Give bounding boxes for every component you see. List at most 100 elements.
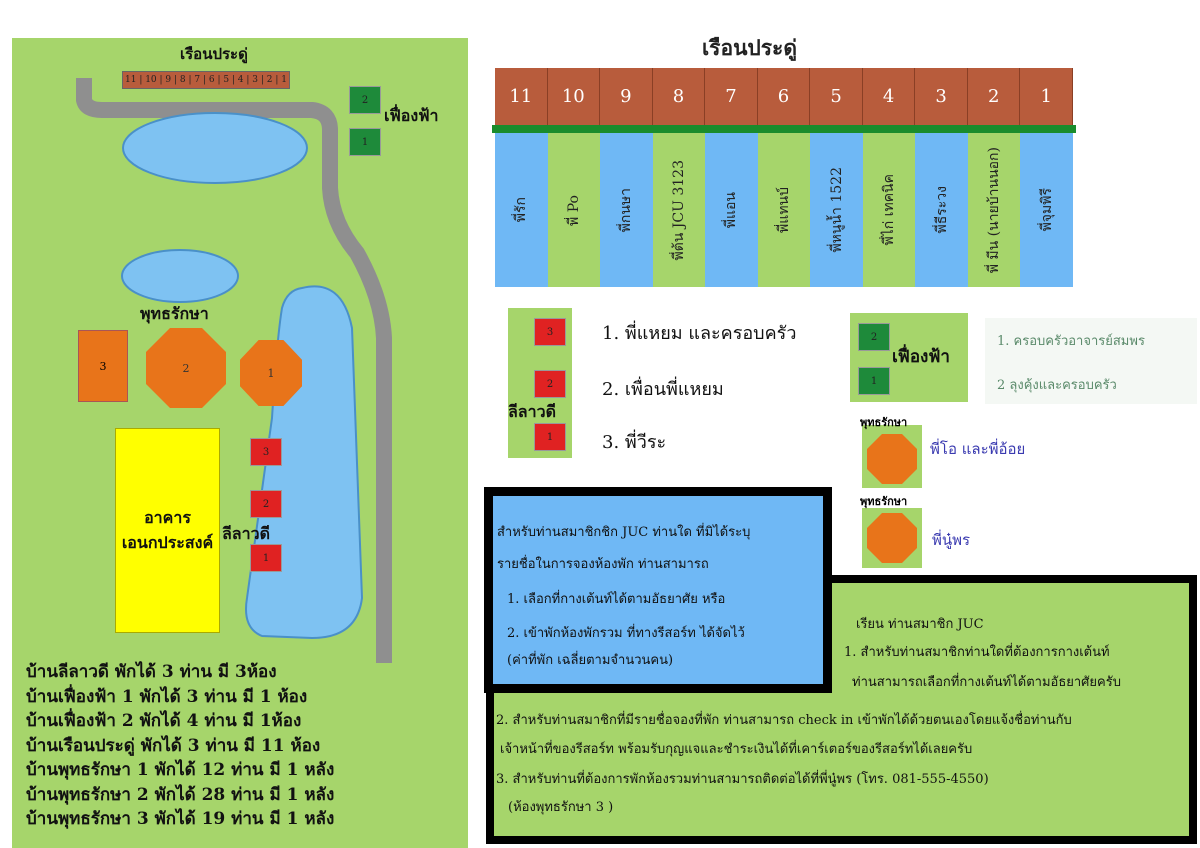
room-occupant: พี่กนษา [618,187,635,233]
room-9: พี่กนษา [600,133,653,287]
phuean-fa-label: เฟื่องฟ้า [892,347,950,367]
map-buddharaksa-3: 3 [78,330,128,402]
room-number-8: 8 [653,68,706,125]
summary-line: บ้านลีลาวดี พักได้ 3 ท่าน มี 3ห้อง [26,662,277,682]
room-occupant: พี่ต้น JCU 3123 [670,159,687,261]
summary-line: บ้านเฟื่องฟ้า 1 พักได้ 3 ท่าน มี 1 ห้อง [26,686,308,707]
room-number-5: 5 [810,68,863,125]
room-number-3: 3 [915,68,968,125]
summary-line: บ้านพุทธรักษา 1 พักได้ 12 ท่าน มี 1 หลัง [26,760,335,780]
buddharaksa-legend-2 [862,508,922,568]
notice-line: (ห้องพุทธรักษา 3 ) [508,800,614,815]
map-lilawadee-2: 2 [250,490,282,518]
lilawadee-item: 2. เพื่อนพี่แหยม [602,379,724,400]
notice-line: 3. สำหรับท่านที่ต้องการพักห้องรวมท่านสาม… [496,772,989,787]
road [76,78,392,663]
room-2: พี่ มีน (นายบ้านนอก) [967,133,1021,287]
room-occupant: พี่รัก [513,197,530,223]
site-map-panel: เรือนประดู่ 11 | 10 | 9 | 8 | 7 | 6 | 5 … [12,38,468,848]
lilawadee-label: ลีลาวดี [508,402,556,421]
room-number-9: 9 [600,68,653,125]
map-row-numbers: 11 | 10 | 9 | 8 | 7 | 6 | 5 | 4 | 3 | 2 … [125,75,287,85]
room-3: พี่ธีระวง [915,133,968,287]
building-label: เอนกประสงค์ [121,532,214,552]
info-line: 2. เข้าพักห้องพักรวม ที่ทางรีสอร์ท ได้จั… [507,626,745,641]
notice-line: 2. สำหรับท่านสมาชิกที่มีรายชื่อจองที่พัก… [496,713,1072,728]
room-10: พี่ Po [547,133,601,287]
lilawadee-item: 3. พี่วีระ [602,432,667,453]
room-number-2: 2 [968,68,1021,125]
summary-line: บ้านเฟื่องฟ้า 2 พักได้ 4 ท่าน มี 1ห้อง [26,711,302,731]
room-number-10: 10 [548,68,601,125]
room-4: พี่ไก่ เทคนิค [862,133,916,287]
row-house-title: เรือนประดู่ [702,35,797,60]
room-5: พี่หนูน้ำ 1522 [810,133,863,287]
room-occupant-row: พี่รัก พี่ Po พี่กนษา พี่ต้น JCU 3123 พี่แอน… [495,133,1074,287]
map-buddharaksa-label: พุทธรักษา [140,304,209,323]
row-divider [492,125,1076,133]
unlisted-members-box: สำหรับท่านสมาชิกชิก JUC ท่านใด ที่มิได้ร… [484,487,832,693]
room-number-11: 11 [495,68,548,125]
room-occupant: พี่ธีระวง [933,186,950,234]
room-8: พี่ต้น JCU 3123 [652,133,706,287]
phuean-fa-item: 2 ลุงคุ้งและครอบครัว [997,378,1117,393]
multipurpose-building: อาคาร เอนกประสงค์ [115,428,220,633]
info-line: (ค่าที่พัก เฉลี่ยตามจำนวนคน) [507,653,674,668]
room-number-6: 6 [758,68,811,125]
summary-line: บ้านพุทธรักษา 3 พักได้ 19 ท่าน มี 1 หลัง [26,809,335,829]
room-11: พี่รัก [495,133,548,287]
capacity-summary: บ้านลีลาวดี พักได้ 3 ท่าน มี 3ห้อง บ้านเ… [26,660,334,832]
notice-line: ท่านสามารถเลือกที่กางเต้นท์ได้ตามอัธยาศั… [852,675,1121,690]
room-number-4: 4 [863,68,916,125]
map-title: เรือนประดู่ [180,45,248,63]
buddharaksa-occupant: พี่นู๋พร [932,531,971,549]
site-map-roads-lakes [76,78,392,663]
summary-line: บ้านพุทธรักษา 2 พักได้ 28 ท่าน มี 1 หลัง [26,784,335,805]
map-phuean-fa-1: 1 [349,128,381,156]
buddharaksa-legend-1 [862,425,922,488]
map-lilawadee-1: 1 [250,544,282,572]
lilawadee-unit-3: 3 [534,318,566,346]
summary-line: บ้านเรือนประดู่ พักได้ 3 ท่าน มี 11 ห้อง [26,735,321,756]
room-6: พี่แทนบ์ [757,133,811,287]
room-occupant: พี่แอน [723,191,740,229]
info-line: 1. เลือกที่กางเต้นท์ได้ตามอัธยาศัย หรือ [507,592,726,607]
room-7: พี่แอน [705,133,758,287]
lake-north [122,112,308,184]
room-occupant: พี่จุมพิรี [1038,188,1055,232]
phuean-fa-legend-box: 2 1 เฟื่องฟ้า [850,313,968,402]
phuean-fa-unit-2: 2 [858,323,890,351]
map-phuean-fa-2: 2 [349,86,381,114]
room-occupant: พี่แทนบ์ [776,187,792,233]
room-number-1: 1 [1020,68,1074,125]
buddharaksa-occupant: พี่โอ และพี่อ้อย [930,440,1026,458]
phuean-fa-unit-1: 1 [858,367,890,395]
map-row-houses: 11 | 10 | 9 | 8 | 7 | 6 | 5 | 4 | 3 | 2 … [122,71,290,89]
lilawadee-unit-2: 2 [534,370,566,398]
map-phuean-fa-label: เฟื่องฟ้า [384,106,439,125]
phuean-fa-item: 1. ครอบครัวอาจารย์สมพร [997,334,1145,349]
notice-line: 1. สำหรับท่านสมาชิกท่านใดที่ต้องการกางเต… [844,645,1110,660]
buddharaksa-label: พุทธรักษา [860,416,908,429]
phuean-fa-notes: 1. ครอบครัวอาจารย์สมพร 2 ลุงคุ้งและครอบค… [985,318,1197,404]
lilawadee-unit-1: 1 [534,423,566,451]
info-line: สำหรับท่านสมาชิกชิก JUC ท่านใด ที่มิได้ร… [497,525,751,540]
lake-middle [121,249,239,303]
buddharaksa-label: พุทธรักษา [860,495,908,508]
map-buddharaksa-1: 1 [240,340,302,406]
buddharaksa-octagon-icon [867,434,917,484]
notice-line: เรียน ท่านสมาชิก JUC [856,617,984,632]
notice-line: เจ้าหน้าที่ของรีสอร์ท พร้อมรับกุญแจและชำ… [500,742,973,757]
room-occupant: พี่ มีน (นายบ้านนอก) [986,146,1003,274]
buddharaksa-octagon-icon [867,513,917,563]
map-lilawadee-label: ลีลาวดี [222,524,270,543]
room-occupant: พี่ไก่ เทคนิค [881,174,898,246]
info-line: รายชื่อในการจองห้องพัก ท่านสามารถ [497,557,709,572]
room-occupant: พี่หนูน้ำ 1522 [828,167,845,253]
building-label: อาคาร [144,507,191,527]
room-number-7: 7 [705,68,758,125]
lilawadee-item: 1. พี่แหยม และครอบครัว [602,323,797,344]
room-occupant: พี่ Po [565,194,582,226]
map-lilawadee-3: 3 [250,438,282,466]
